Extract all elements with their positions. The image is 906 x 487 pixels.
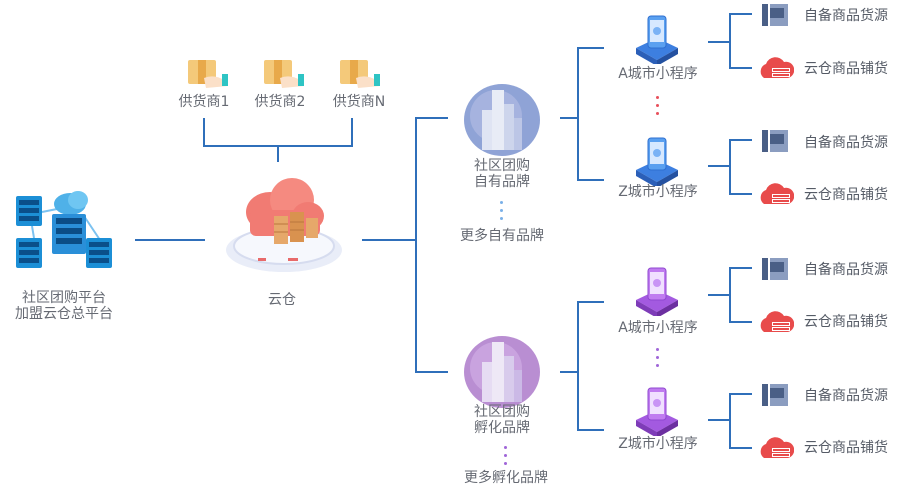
cloud-stack-icon xyxy=(758,54,795,82)
own-brand-label: 社区团购 自有品牌 xyxy=(460,158,544,190)
own-brand-city-icon xyxy=(460,80,544,158)
supplier-box-icon xyxy=(262,56,308,90)
own-brand-label-line1: 社区团购 xyxy=(474,158,530,174)
source-self: 自备商品货源 xyxy=(804,135,888,151)
mini-program-inc-a: A城市小程序 xyxy=(618,320,698,336)
mini-program-own-z: Z城市小程序 xyxy=(618,184,698,200)
book-icon xyxy=(760,2,790,28)
phone-blue-icon xyxy=(632,136,682,188)
supplier-label: 供货商N xyxy=(332,94,386,110)
incubate-mini-program-dots xyxy=(656,348,659,372)
book-icon xyxy=(760,382,790,408)
supplier-box-icon xyxy=(186,56,232,90)
incubate-brand-label-line1: 社区团购 xyxy=(474,404,530,420)
phone-purple-icon xyxy=(632,386,682,438)
own-brand-label-line2: 自有品牌 xyxy=(474,174,530,190)
cloud-stack-icon xyxy=(758,180,795,208)
own-brand-more-label: 更多自有品牌 xyxy=(460,228,544,244)
source-cloud: 云仓商品铺货 xyxy=(804,187,888,203)
incubate-brand-more-label: 更多孵化品牌 xyxy=(464,470,548,486)
source-cloud: 云仓商品铺货 xyxy=(804,314,888,330)
incubate-brand-more-dots xyxy=(504,446,507,470)
source-self: 自备商品货源 xyxy=(804,8,888,24)
incubate-brand-city-icon xyxy=(460,332,544,410)
cloud-stack-icon xyxy=(758,308,795,336)
phone-blue-icon xyxy=(632,14,682,66)
phone-purple-icon xyxy=(632,266,682,318)
platform-servers-icon xyxy=(12,186,116,274)
own-mini-program-dots xyxy=(656,96,659,120)
book-icon xyxy=(760,128,790,154)
supplier-box-icon xyxy=(338,56,384,90)
source-self: 自备商品货源 xyxy=(804,262,888,278)
source-cloud: 云仓商品铺货 xyxy=(804,61,888,77)
incubate-brand-label: 社区团购 孵化品牌 xyxy=(460,404,544,436)
incubate-brand-label-line2: 孵化品牌 xyxy=(474,420,530,436)
mini-program-own-a: A城市小程序 xyxy=(618,66,698,82)
mini-program-inc-z: Z城市小程序 xyxy=(618,436,698,452)
cloud-stack-icon xyxy=(758,434,795,462)
cloud-warehouse-label: 云仓 xyxy=(268,292,296,308)
book-icon xyxy=(760,256,790,282)
source-cloud: 云仓商品铺货 xyxy=(804,440,888,456)
source-self: 自备商品货源 xyxy=(804,388,888,404)
platform-label: 社区团购平台 加盟云仓总平台 xyxy=(0,290,128,322)
platform-label-line1: 社区团购平台 xyxy=(22,290,106,306)
cloud-warehouse-icon xyxy=(222,170,346,278)
supplier-label: 供货商2 xyxy=(254,94,306,110)
platform-label-line2: 加盟云仓总平台 xyxy=(15,306,113,322)
own-brand-more-dots xyxy=(500,201,503,225)
supplier-label: 供货商1 xyxy=(178,94,230,110)
